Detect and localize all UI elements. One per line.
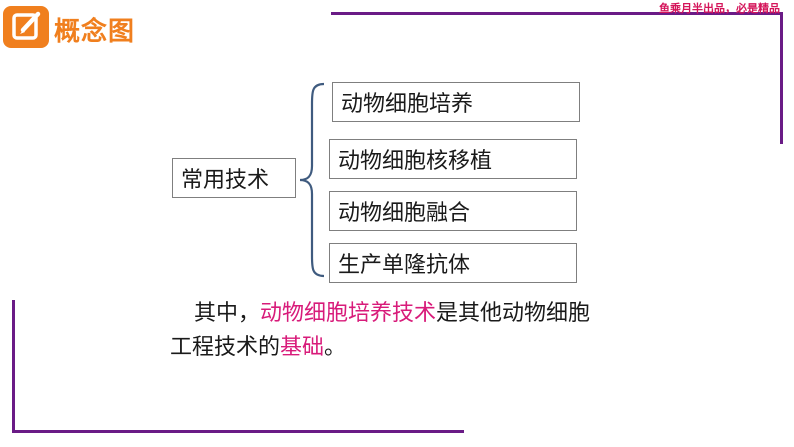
frame-line-right — [780, 12, 783, 144]
summary-highlight-1: 动物细胞培养技术 — [260, 301, 437, 326]
root-node: 常用技术 — [172, 158, 296, 198]
page-title: 概念图 — [54, 17, 136, 47]
frame-line-left — [12, 300, 15, 433]
summary-text-3: 。 — [324, 335, 347, 360]
branch-node-4: 生产单隆抗体 — [329, 243, 577, 283]
summary-highlight-2: 基础 — [280, 335, 325, 360]
branch-node-2: 动物细胞核移植 — [329, 139, 577, 179]
curly-brace — [299, 82, 325, 278]
branch-node-1: 动物细胞培养 — [332, 82, 580, 122]
frame-line-bottom — [12, 430, 464, 433]
edit-pencil-icon — [3, 6, 49, 48]
summary-paragraph: 其中，动物细胞培养技术是其他动物细胞工程技术的基础。 — [170, 297, 610, 365]
summary-text-1: 其中， — [194, 301, 261, 326]
summary-text-2: 是其他动物细胞工程技术的 — [170, 301, 591, 360]
branch-node-3: 动物细胞融合 — [329, 191, 577, 231]
frame-line-top — [331, 12, 783, 15]
slogan-text: 鱼乘月半出品，必是精品 — [659, 2, 780, 15]
